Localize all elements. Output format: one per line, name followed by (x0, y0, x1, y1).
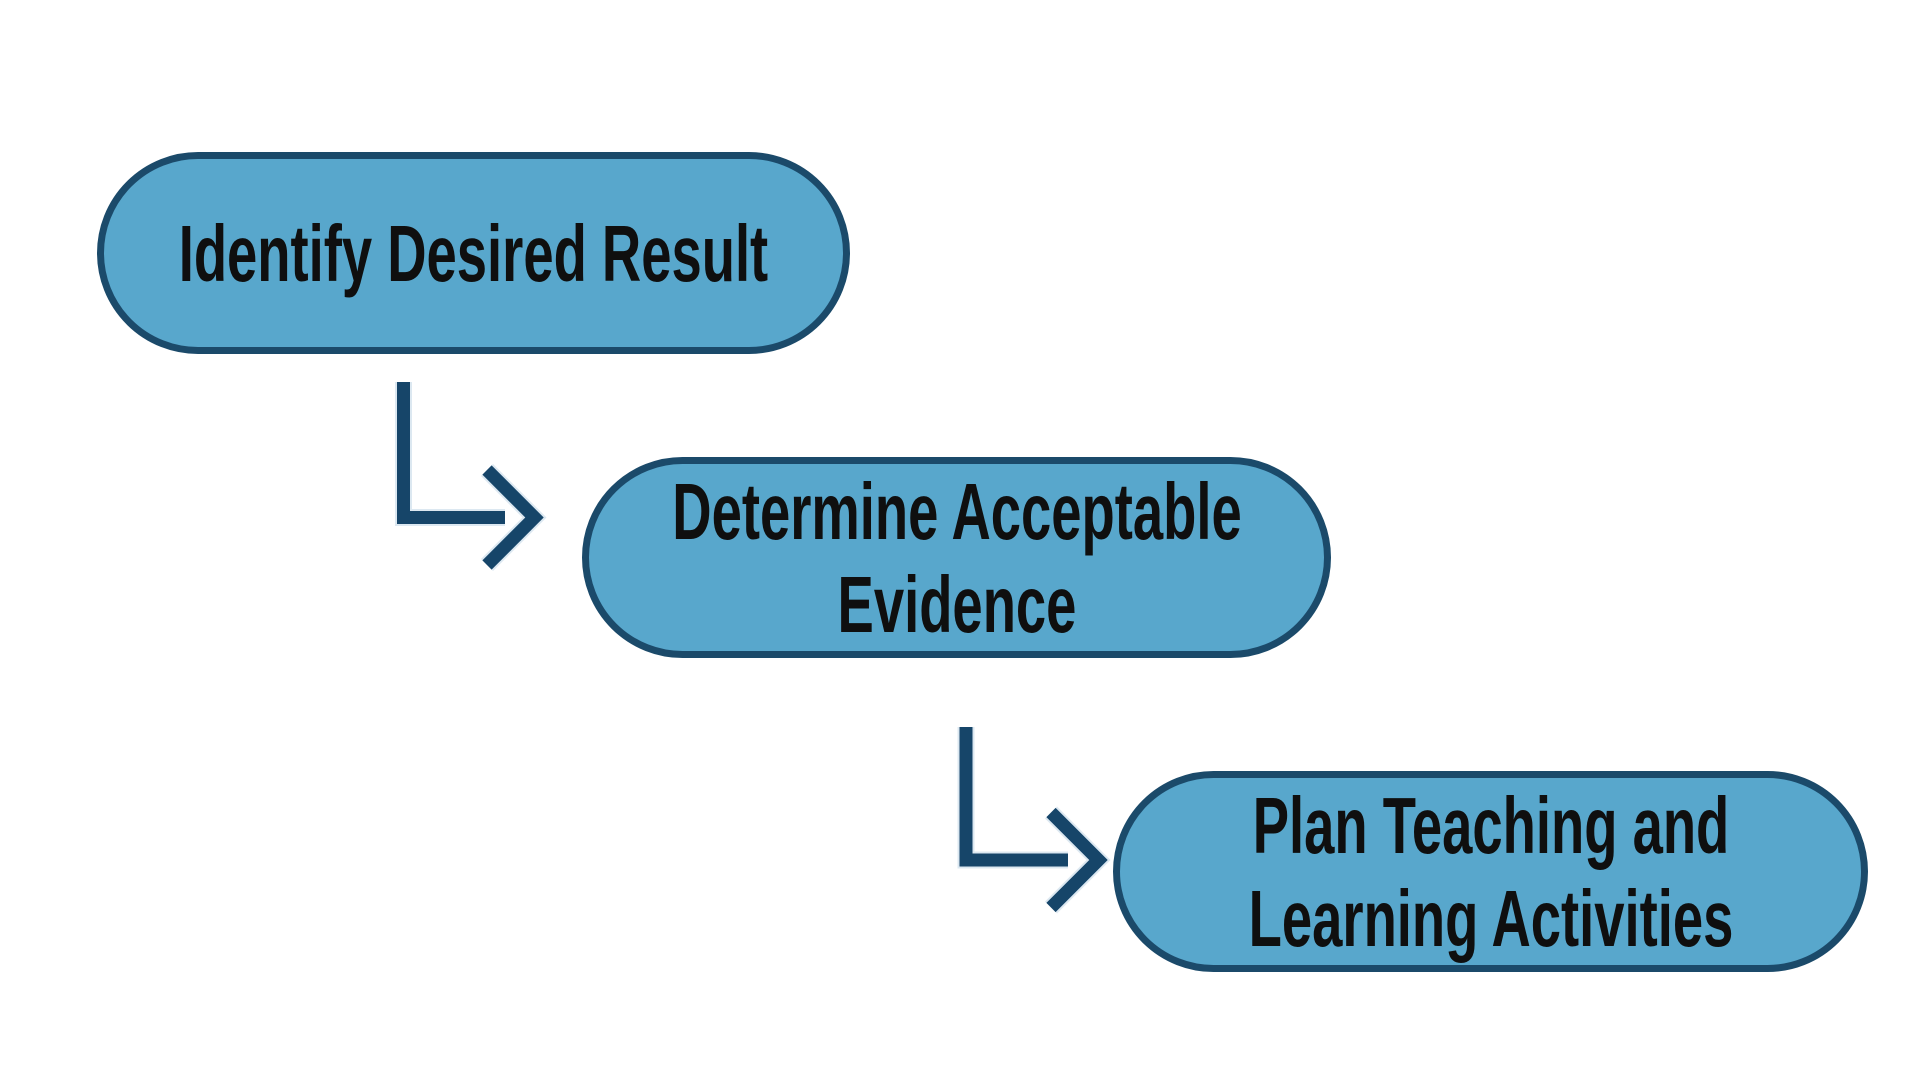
flow-step-identify-desired-result: Identify Desired Result (97, 152, 850, 354)
arrow-down-right-icon (957, 727, 1111, 914)
step-label: Determine Acceptable Evidence (671, 466, 1242, 649)
arrow-down-right-icon (395, 382, 547, 572)
step-label: Plan Teaching and Learning Activities (1248, 780, 1733, 963)
flow-step-determine-acceptable-evidence: Determine Acceptable Evidence (582, 457, 1331, 658)
flow-step-plan-teaching-learning-activities: Plan Teaching and Learning Activities (1113, 771, 1868, 972)
step-label: Identify Desired Result (178, 208, 769, 298)
